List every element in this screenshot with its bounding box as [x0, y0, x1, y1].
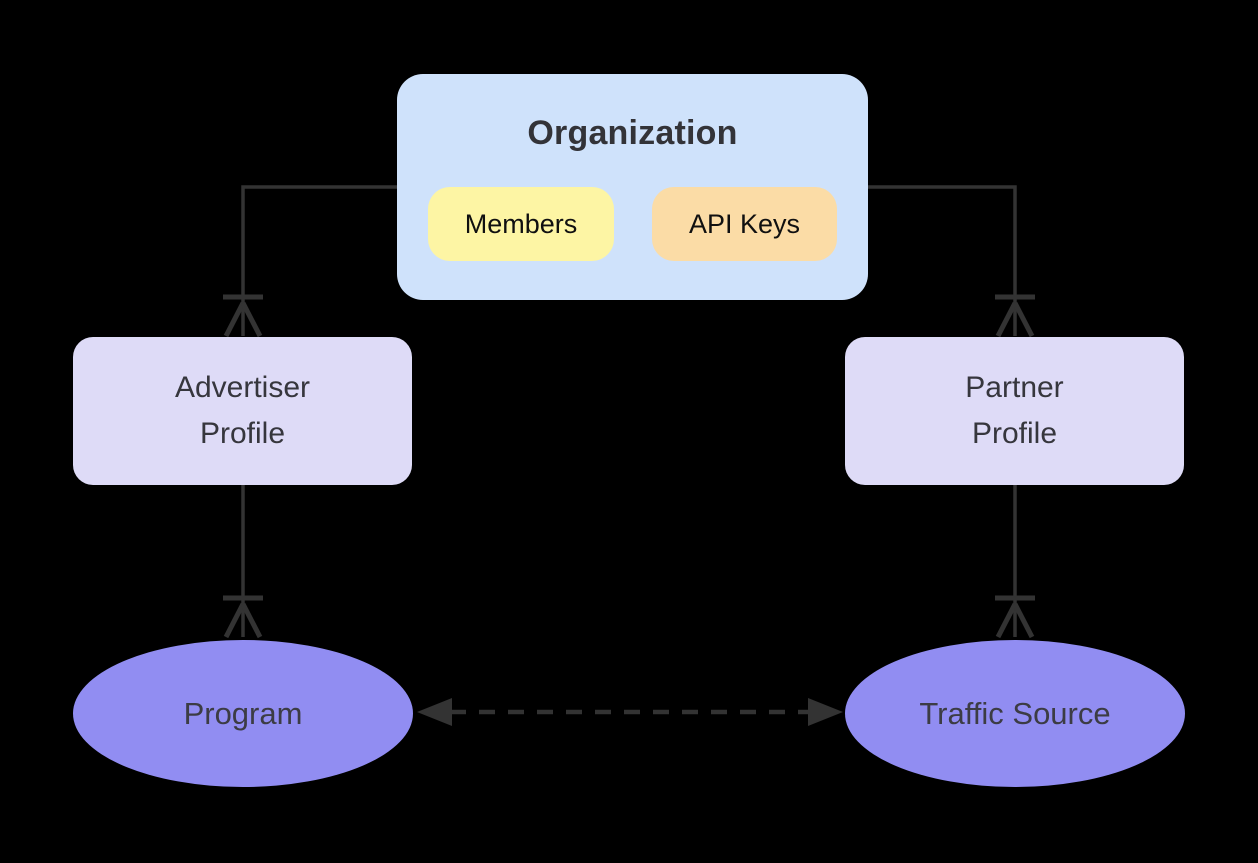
org-advertiser-connector [241, 185, 397, 336]
partner-profile-entity: Partner Profile [845, 337, 1184, 485]
members-badge: Members [428, 187, 614, 261]
partner-profile-label-line2: Profile [971, 417, 1058, 450]
program-entity: Program [73, 640, 413, 787]
organization-entity: Organization Members API Keys [397, 74, 868, 300]
organization-label: Organization [527, 114, 738, 152]
traffic-source-entity: Traffic Source [845, 640, 1185, 787]
advertiser-profile-entity: Advertiser Profile [73, 337, 412, 485]
organization-badge-row: Members API Keys [428, 187, 837, 261]
advertiser-profile-label-line2: Profile [199, 417, 286, 450]
advertiser-profile-label-line1: Advertiser [174, 371, 311, 404]
arrowhead-left-icon [417, 698, 452, 726]
partner-profile-label-line1: Partner [965, 371, 1064, 404]
arrowhead-right-icon [808, 698, 843, 726]
org-partner-connector [868, 185, 1017, 336]
api-keys-badge: API Keys [652, 187, 837, 261]
